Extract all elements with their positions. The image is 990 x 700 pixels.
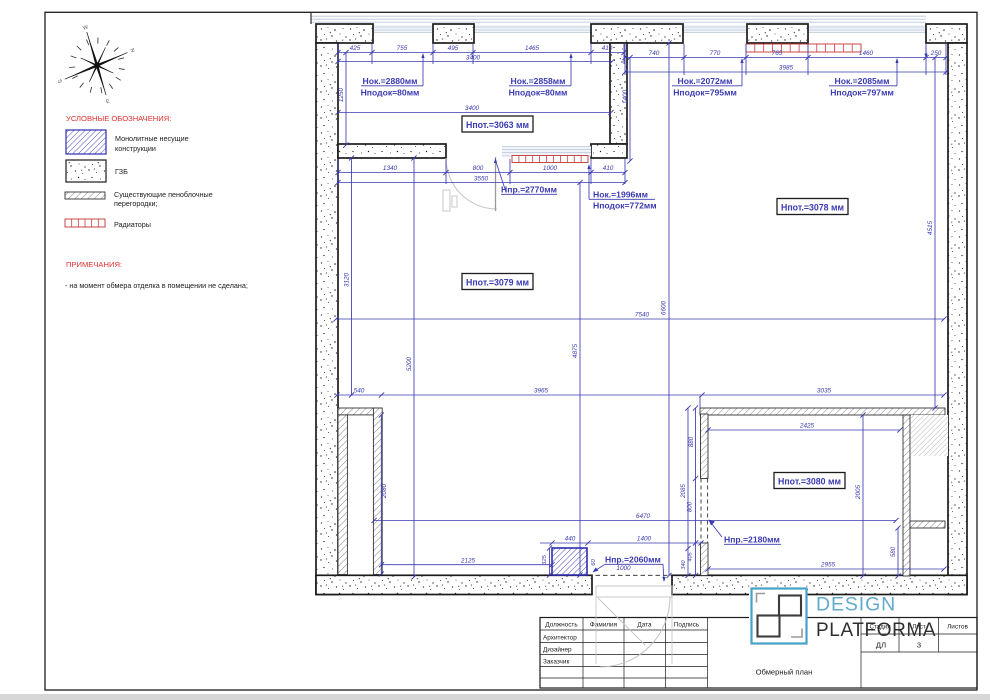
svg-text:Дизайнер: Дизайнер — [543, 646, 572, 654]
svg-text:W: W — [82, 24, 89, 31]
svg-text:Заказчик: Заказчик — [543, 659, 569, 666]
svg-text:2085: 2085 — [680, 484, 687, 499]
svg-text:3120: 3120 — [344, 272, 351, 287]
svg-text:7540: 7540 — [635, 312, 650, 319]
svg-text:425: 425 — [350, 45, 361, 52]
svg-text:2955: 2955 — [820, 562, 836, 569]
svg-text:3550: 3550 — [474, 176, 489, 183]
svg-text:4875: 4875 — [572, 343, 579, 358]
svg-text:1000: 1000 — [543, 165, 558, 172]
svg-text:конструкции: конструкции — [115, 144, 156, 153]
svg-text:Нподок=795мм: Нподок=795мм — [673, 88, 737, 98]
svg-text:6470: 6470 — [636, 513, 651, 520]
svg-text:540: 540 — [354, 388, 365, 395]
svg-text:755: 755 — [397, 45, 408, 52]
svg-text:Листов: Листов — [947, 624, 968, 631]
svg-text:2080: 2080 — [381, 483, 388, 499]
svg-text:DESIGN: DESIGN — [816, 594, 896, 616]
svg-text:405: 405 — [688, 551, 694, 561]
svg-text:3: 3 — [917, 641, 921, 650]
svg-text:Радиаторы: Радиаторы — [114, 220, 151, 229]
svg-text:580: 580 — [890, 546, 897, 557]
svg-text:Нпот.=3078 мм: Нпот.=3078 мм — [781, 202, 844, 212]
svg-text:Архитектор: Архитектор — [543, 635, 577, 642]
svg-text:3985: 3985 — [779, 65, 794, 72]
svg-text:3400: 3400 — [465, 105, 480, 112]
svg-text:440: 440 — [565, 536, 576, 543]
svg-text:800: 800 — [473, 165, 484, 172]
svg-text:Нпот.=3063 мм: Нпот.=3063 мм — [466, 120, 529, 130]
svg-text:1340: 1340 — [383, 165, 398, 172]
svg-text:5200: 5200 — [406, 356, 413, 371]
svg-text:Стадия: Стадия — [869, 624, 890, 631]
svg-text:250: 250 — [930, 50, 942, 57]
svg-text:Нпот.=3080 мм: Нпот.=3080 мм — [778, 476, 841, 486]
svg-text:1250: 1250 — [338, 87, 345, 102]
svg-text:Монолитные несущие: Монолитные несущие — [115, 134, 189, 143]
svg-text:N: N — [128, 48, 135, 54]
svg-text:Нок.=2085мм: Нок.=2085мм — [835, 76, 890, 86]
svg-text:340: 340 — [681, 559, 687, 569]
svg-text:1400: 1400 — [637, 536, 652, 543]
svg-text:Обмерный план: Обмерный план — [756, 668, 813, 677]
svg-text:6600: 6600 — [661, 300, 668, 315]
svg-text:Подпись: Подпись — [674, 622, 700, 629]
svg-text:Нок.=2880мм: Нок.=2880мм — [363, 76, 418, 86]
svg-text:1465: 1465 — [525, 45, 540, 52]
svg-text:PLATFORMA: PLATFORMA — [816, 620, 936, 641]
svg-text:Нпот.=3079 мм: Нпот.=3079 мм — [466, 277, 529, 287]
svg-text:770: 770 — [710, 50, 721, 57]
svg-text:410: 410 — [602, 45, 613, 52]
svg-text:1460: 1460 — [859, 50, 874, 57]
svg-text:Существующие пеноблочные: Существующие пеноблочные — [114, 190, 213, 199]
svg-text:410: 410 — [603, 165, 614, 172]
svg-text:Нподок=772мм: Нподок=772мм — [593, 201, 657, 211]
svg-text:765: 765 — [772, 50, 783, 57]
svg-text:880: 880 — [688, 436, 695, 447]
svg-text:Лист: Лист — [912, 624, 926, 631]
svg-text:2005: 2005 — [855, 484, 862, 500]
svg-text:4515: 4515 — [927, 220, 934, 235]
svg-text:ГЗБ: ГЗБ — [115, 167, 128, 176]
svg-text:ДЛ: ДЛ — [876, 641, 886, 650]
svg-text:2425: 2425 — [799, 423, 815, 430]
svg-text:740: 740 — [649, 50, 660, 57]
svg-text:ПРИМЕЧАНИЯ:: ПРИМЕЧАНИЯ: — [66, 260, 122, 269]
svg-text:Нпр.=2060мм: Нпр.=2060мм — [605, 555, 661, 565]
svg-text:3035: 3035 — [817, 388, 832, 395]
svg-text:495: 495 — [448, 45, 459, 52]
svg-text:60: 60 — [591, 559, 597, 566]
svg-text:3400: 3400 — [466, 55, 481, 62]
svg-text:Нподок=797мм: Нподок=797мм — [830, 88, 894, 98]
svg-text:E: E — [105, 98, 111, 105]
svg-text:2125: 2125 — [460, 557, 476, 564]
svg-text:Фамилия: Фамилия — [590, 622, 618, 629]
svg-text:Нок.=2858мм: Нок.=2858мм — [511, 76, 566, 86]
svg-text:325: 325 — [542, 554, 548, 564]
svg-text:Нок.=2072мм: Нок.=2072мм — [678, 76, 733, 86]
svg-text:800: 800 — [687, 501, 694, 512]
svg-text:Дата: Дата — [637, 622, 652, 629]
svg-text:Должность: Должность — [545, 622, 578, 629]
svg-text:Нподок=80мм: Нподок=80мм — [361, 88, 420, 98]
svg-text:1000: 1000 — [616, 565, 631, 572]
svg-text:S: S — [56, 79, 63, 85]
svg-text:УСЛОВНЫЕ ОБОЗНАЧЕНИЯ:: УСЛОВНЫЕ ОБОЗНАЧЕНИЯ: — [66, 114, 171, 123]
svg-text:- на момент обмера отделка в п: - на момент обмера отделка в помещении н… — [65, 281, 248, 290]
svg-text:3965: 3965 — [534, 388, 549, 395]
svg-text:1400: 1400 — [622, 89, 629, 104]
svg-text:Нподок=80мм: Нподок=80мм — [509, 88, 568, 98]
svg-text:Нпр.=2770мм: Нпр.=2770мм — [501, 185, 557, 195]
svg-text:Нпр.=2180мм: Нпр.=2180мм — [724, 535, 780, 545]
svg-text:перегородки;: перегородки; — [114, 199, 158, 208]
svg-text:Нок.=1996мм: Нок.=1996мм — [593, 190, 648, 200]
